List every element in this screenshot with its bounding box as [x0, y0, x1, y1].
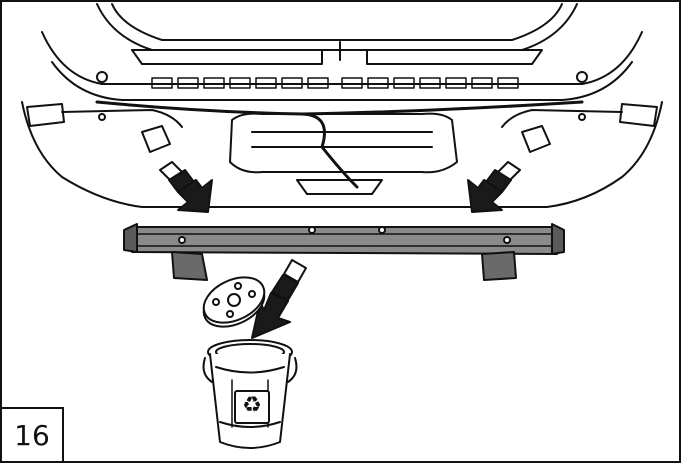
trim-slots — [151, 77, 519, 89]
recycle-icon: ♻ — [234, 390, 270, 424]
arrow-left — [159, 161, 213, 213]
removal-arrows — [159, 161, 521, 339]
arrow-right — [467, 161, 521, 213]
arrow-down-to-bin — [251, 259, 307, 339]
step-number-box: 16 — [2, 407, 64, 461]
car-rear-body — [21, 3, 663, 208]
bumper-crossbeam — [123, 223, 565, 281]
step-number: 16 — [14, 418, 50, 452]
removed-cover-disc — [202, 276, 266, 328]
